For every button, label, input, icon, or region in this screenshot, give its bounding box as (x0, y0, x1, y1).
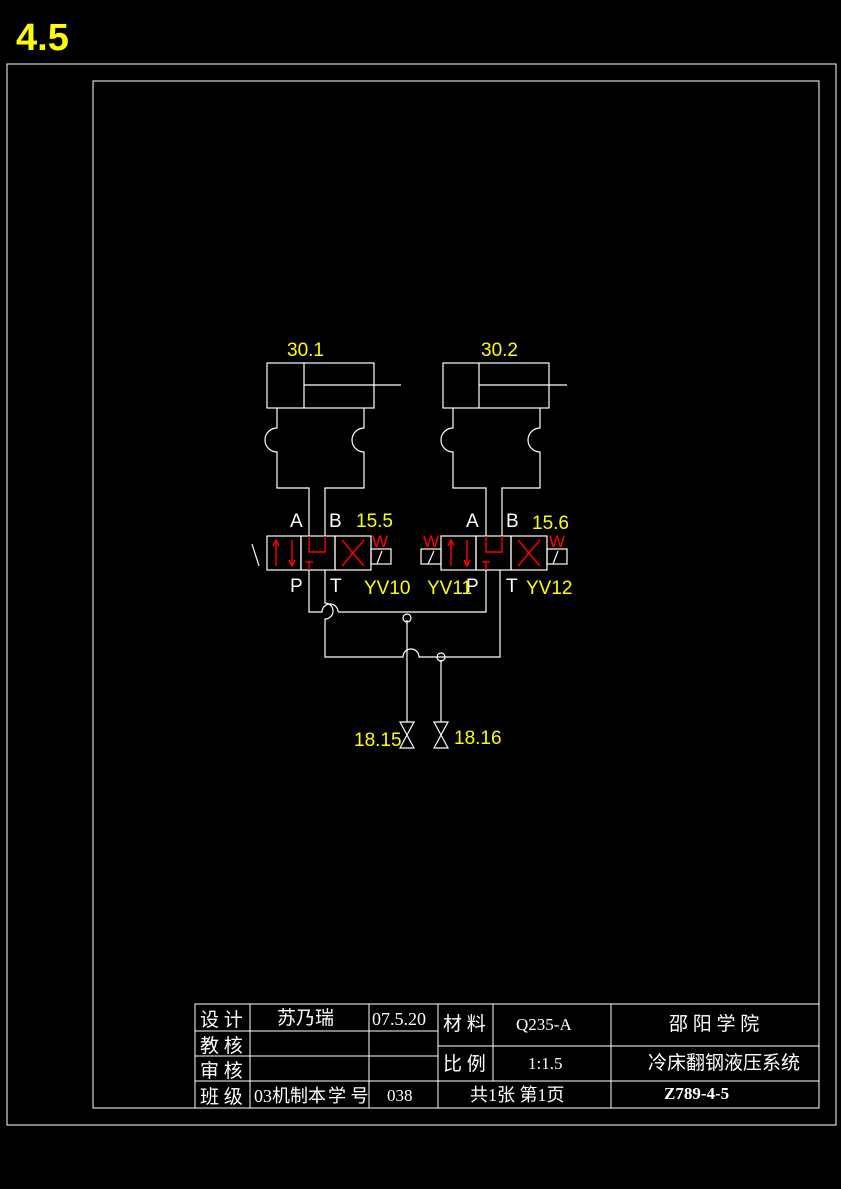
valve-2-box-left (440, 535, 477, 571)
tb-drawing-no: Z789-4-5 (664, 1084, 729, 1103)
cylinder-2-hose-right (501, 408, 541, 536)
tb-material-label: 材 料 (443, 1013, 486, 1035)
valve-2-solenoid-right (546, 548, 568, 565)
valve-1-box-center (300, 535, 336, 571)
tb-designer: 苏乃瑞 (277, 1007, 334, 1029)
tb-sheets: 共1张 第1页 (470, 1085, 565, 1105)
cylinder-2-hose-left (440, 408, 487, 536)
tb-date: 07.5.20 (372, 1009, 426, 1029)
junction-1816 (436, 652, 446, 662)
tb-check-label: 教 核 (200, 1035, 243, 1057)
spring-3-label: W (549, 532, 565, 551)
tb-class-label: 班 级 (200, 1086, 243, 1108)
solenoid-yv11-label: YV11 (427, 578, 472, 599)
valve-1-port-b: B (329, 511, 342, 532)
cylinder-2-label: 30.2 (481, 340, 518, 361)
valve-2-port-a: A (466, 511, 479, 532)
valve-2-port-t: T (506, 576, 518, 597)
valve-1-t-line (324, 570, 501, 658)
valve-1-port-t: T (330, 576, 342, 597)
valve-internals (272, 536, 541, 570)
shutoff-valve-1816 (432, 721, 450, 749)
title-block (194, 1003, 820, 1109)
tb-material: Q235-A (516, 1015, 572, 1034)
valve-2-box-center (475, 535, 512, 571)
tb-class-value: 03机制本 (254, 1086, 326, 1106)
valve-1-solenoid-right (370, 548, 392, 565)
valve-1-cross-b (341, 539, 365, 567)
valve-1-left-slash (251, 543, 260, 567)
tb-scale: 1:1.5 (528, 1054, 562, 1073)
tb-student-no: 038 (387, 1086, 413, 1105)
valve-1-arrow-down-head (288, 559, 296, 568)
junction-1815 (402, 613, 412, 623)
valve-1-box-left (266, 535, 302, 571)
valve-2-arrow-down-head (463, 559, 471, 568)
title-block-text: 设 计 苏乃瑞 07.5.20 教 核 审 核 班 级 03机制本 学 号 03… (200, 1007, 800, 1108)
valve-2-p-line (338, 570, 487, 613)
spring-2-label: W (423, 532, 439, 551)
spring-1-label: W (372, 532, 388, 551)
valve-2-cross-b (517, 539, 541, 567)
valve-2-center-path (485, 536, 503, 553)
valve-1-port-a: A (290, 511, 303, 532)
valve-2-arrow-up-head (447, 538, 455, 547)
tb-scale-label: 比 例 (443, 1053, 486, 1075)
valve-2-label: 15.6 (532, 513, 569, 534)
tb-school: 邵 阳 学 院 (669, 1013, 759, 1035)
shutoff-valve-1815 (398, 721, 416, 749)
valve-1-port-p: P (290, 576, 303, 597)
valve-2-port-b: B (506, 511, 519, 532)
valve-1-p-line (308, 570, 339, 613)
cylinder-1-hose-left (264, 408, 310, 536)
cylinder-1-hose-right (324, 408, 365, 536)
component-labels: 30.1 30.2 15.5 15.6 A B P T A B P T W W … (287, 340, 572, 751)
sheet-number: 4.5 (16, 17, 69, 59)
valve-2-solenoid-right-diag (552, 550, 559, 565)
valve-2-port-p: P (466, 576, 479, 597)
tb-design-label: 设 计 (200, 1009, 243, 1031)
cylinder-1-label: 30.1 (287, 340, 324, 361)
valve-1-label: 15.5 (356, 511, 393, 532)
supply-1815-label: 18.15 (354, 730, 402, 751)
tb-drawing-title: 冷床翻钢液压系统 (648, 1052, 800, 1074)
solenoid-yv10-label: YV10 (364, 578, 410, 599)
valve-1-arrow-up-head (272, 538, 280, 547)
tb-review-label: 审 核 (200, 1060, 243, 1082)
schematic (251, 362, 568, 749)
valve-1-center-path (308, 536, 326, 553)
tb-student-no-label: 学 号 (328, 1086, 369, 1106)
valve-1-solenoid-diag (376, 550, 383, 565)
solenoid-yv12-label: YV12 (526, 578, 572, 599)
valve-2-solenoid-left-diag (427, 550, 435, 565)
outer-frame (6, 63, 837, 1126)
supply-1816-label: 18.16 (454, 728, 502, 749)
